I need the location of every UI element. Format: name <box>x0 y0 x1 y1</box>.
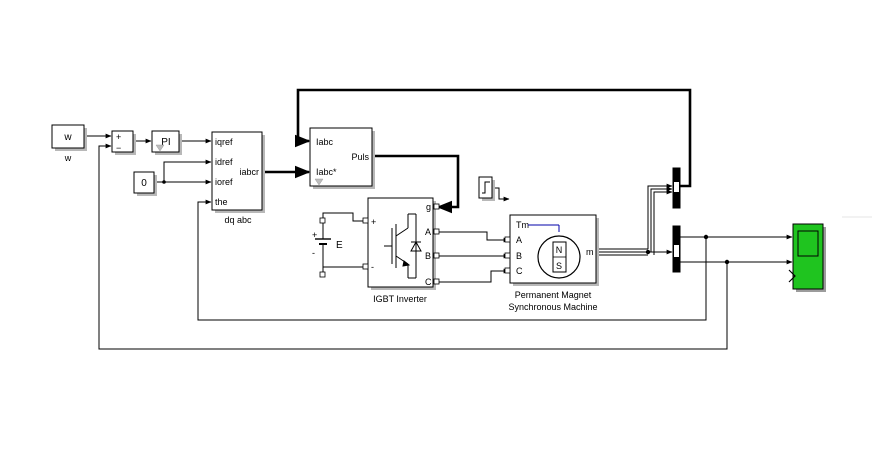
bus-pulses-to-inverter[interactable] <box>374 154 460 214</box>
current-regulator-block[interactable]: Iabc Iabc* Puls <box>309 127 375 189</box>
wire-phase-a[interactable] <box>437 231 510 243</box>
pmsm-output-m: m <box>586 247 594 257</box>
inverter-port-a-terminal[interactable] <box>433 228 440 235</box>
inverter-caption: IGBT Inverter <box>373 294 427 304</box>
wire-measure-to-demux-top-3[interactable] <box>653 189 673 255</box>
regulator-input-iabc: Iabc <box>316 137 334 147</box>
dq-abc-input-the: the <box>215 197 228 207</box>
demux-block-top[interactable] <box>672 167 681 209</box>
inverter-port-minus: - <box>371 262 374 272</box>
wire-theta-feedback[interactable] <box>197 199 707 321</box>
dq-abc-block[interactable]: iqref idref ioref the iabcr dq abc <box>211 131 265 225</box>
junction-zero <box>162 180 166 184</box>
scope-screen-icon <box>797 230 819 257</box>
zero-constant-block[interactable]: 0 <box>133 171 157 196</box>
junction-speed <box>724 259 730 265</box>
pi-mask-arrow-icon <box>155 144 165 152</box>
bus-current-feedback[interactable] <box>294 88 692 188</box>
pi-label: PI <box>161 137 170 148</box>
dq-abc-input-ioref: ioref <box>215 177 233 187</box>
regulator-input-iabc-ref: Iabc* <box>316 167 337 177</box>
igbt-transistor-icon <box>384 213 422 279</box>
inverter-port-minus-terminal[interactable] <box>362 263 369 270</box>
speed-reference-block[interactable]: w w <box>51 124 87 163</box>
dc-source-plus-sign: + <box>312 230 317 240</box>
scope-block[interactable] <box>788 223 826 292</box>
pmsm-port-b-terminal[interactable] <box>504 252 511 259</box>
pmsm-port-c-terminal[interactable] <box>504 267 511 274</box>
inverter-port-c-terminal[interactable] <box>433 278 440 285</box>
wire-phase-c[interactable] <box>437 268 510 283</box>
step-icon <box>482 181 490 194</box>
inverter-port-g-terminal[interactable] <box>433 203 440 210</box>
speed-reference-caption: w <box>64 153 72 163</box>
igbt-inverter-block[interactable]: g + - A B C IGBT Inverter <box>362 197 440 304</box>
demux-block-bottom[interactable] <box>672 225 681 273</box>
inverter-output-a: A <box>425 227 431 237</box>
dq-abc-input-idref: idref <box>215 157 233 167</box>
sum-block[interactable]: + − <box>111 130 136 155</box>
pmsm-motor-icon: N S <box>528 224 581 279</box>
wire-speed-feedback[interactable] <box>98 143 728 350</box>
pi-controller-block[interactable]: PI <box>151 130 182 155</box>
zero-constant-value: 0 <box>141 178 147 189</box>
wire-step-to-tm[interactable] <box>494 187 510 202</box>
signal-wires <box>84 88 793 350</box>
inverter-output-c: C <box>425 277 432 287</box>
step-torque-block[interactable] <box>478 176 495 201</box>
wire-dc-plus[interactable] <box>322 212 363 222</box>
wire-measure-to-demux-top-1[interactable] <box>647 183 673 249</box>
junction-theta <box>703 234 709 240</box>
dc-source-terminal-top <box>319 217 326 224</box>
sum-plus-sign: + <box>116 132 121 142</box>
regulator-output-puls: Puls <box>351 152 369 162</box>
pmsm-caption-line1: Permanent Magnet <box>515 290 592 300</box>
pmsm-port-a-terminal[interactable] <box>504 236 511 243</box>
pmsm-input-c: C <box>516 266 523 276</box>
pmsm-rotor-n: N <box>556 245 563 255</box>
speed-reference-value: w <box>63 132 72 143</box>
pmsm-input-tm: Tm <box>516 220 529 230</box>
inverter-port-plus-terminal[interactable] <box>362 217 369 224</box>
regulator-mask-arrow-icon <box>314 178 324 186</box>
dc-source-label: E <box>336 240 343 251</box>
dc-source-minus-sign: - <box>312 248 315 258</box>
wire-measure-to-demux-top-2[interactable] <box>650 186 673 252</box>
inverter-output-b: B <box>425 251 431 261</box>
inverter-port-plus: + <box>371 217 376 227</box>
sum-minus-sign: − <box>116 143 121 153</box>
scope-input-chevron-icon <box>788 269 796 283</box>
wire-zero-to-idref[interactable] <box>156 159 212 183</box>
dc-source-terminal-bottom <box>319 271 326 278</box>
inverter-port-g: g <box>426 202 431 212</box>
pmsm-caption-line2: Synchronous Machine <box>508 302 597 312</box>
dq-abc-caption: dq abc <box>224 215 252 225</box>
pmsm-block[interactable]: Tm A B C m N S Permanent Magnet Synchron… <box>504 214 599 312</box>
pmsm-rotor-s: S <box>556 261 562 271</box>
wire-dc-minus[interactable] <box>322 266 363 275</box>
inverter-port-b-terminal[interactable] <box>433 252 440 259</box>
dq-abc-input-iqref: iqref <box>215 137 233 147</box>
dc-voltage-source[interactable]: + E - <box>312 217 343 278</box>
pmsm-input-b: B <box>516 251 522 261</box>
dq-abc-output-iabcr: iabcr <box>239 167 259 177</box>
pmsm-input-a: A <box>516 235 522 245</box>
